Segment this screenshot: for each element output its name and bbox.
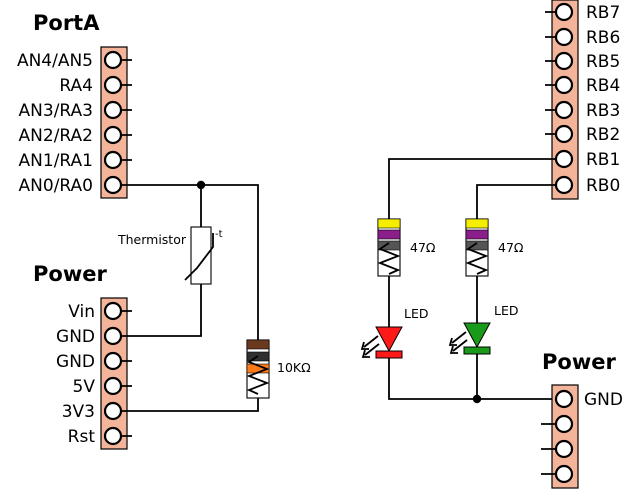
port-a-pin-4[interactable]: AN2/RA2	[19, 125, 132, 146]
junction-dot	[472, 394, 482, 404]
resistor-rb1-band-3	[377, 240, 401, 251]
resistor-rb1-band-2	[377, 229, 401, 240]
resistor-rb0-zigzag	[465, 242, 489, 275]
power-right-pin-2[interactable]	[541, 414, 574, 434]
resistor-10k-zigzag	[246, 355, 270, 395]
power-left-title: Power	[33, 262, 107, 286]
port-b-pin-label: RB1	[586, 150, 620, 170]
thermistor-mark: -t	[215, 229, 223, 240]
port-b-pin-label: RB7	[586, 3, 620, 23]
power-left-pin-6[interactable]: Rst	[68, 426, 132, 447]
power-left-pin-label: 3V3	[62, 402, 95, 422]
led-green-cathode	[463, 346, 491, 355]
power-left-pin-label: 5V	[73, 377, 96, 397]
port-a-pin-label: AN4/AN5	[17, 51, 93, 71]
port-b-pin-label: RB2	[586, 125, 620, 145]
power-left-pin-3[interactable]: GND	[56, 351, 132, 372]
led-green: LED	[448, 303, 519, 355]
port-a-header: PortA AN4/AN5 RA4 AN3/RA3 AN2/RA2 AN1/RA…	[17, 11, 132, 199]
led-red-emission-arrows	[360, 335, 380, 358]
power-left-pin-label: Vin	[68, 302, 95, 322]
port-b-pin-label: RB6	[586, 28, 620, 48]
resistor-10k: 10KΩ	[246, 339, 311, 399]
junction-dot	[196, 180, 206, 190]
port-b-pin-label: RB0	[586, 176, 620, 196]
power-right-pin-3[interactable]	[541, 439, 574, 459]
port-b-pin-5[interactable]: RB3	[545, 100, 620, 121]
power-left-pin-2[interactable]: GND	[56, 326, 123, 347]
port-a-pin-1[interactable]: AN4/AN5	[17, 50, 132, 71]
power-right-header: Power GND	[541, 350, 623, 489]
port-a-pin-label: AN2/RA2	[19, 126, 93, 146]
resistor-rb1: 47Ω	[377, 218, 436, 277]
resistor-rb0-band-2	[465, 229, 489, 240]
port-a-pin-label: AN3/RA3	[19, 101, 93, 121]
led-green-triangle	[463, 322, 491, 349]
right-circuit-wires	[388, 158, 556, 404]
port-b-pin-label: RB4	[586, 76, 620, 96]
port-a-pin-3[interactable]: AN3/RA3	[19, 100, 132, 121]
port-b-pin-8[interactable]: RB0	[554, 175, 620, 196]
resistor-rb1-band-1	[377, 218, 401, 229]
port-a-pin-2[interactable]: RA4	[59, 75, 132, 96]
thermistor: Thermistor -t	[117, 226, 223, 285]
power-left-header: Power Vin GND GND 5V 3V3 Rst	[33, 262, 132, 450]
power-right-pin-1[interactable]: GND	[554, 389, 623, 410]
power-left-pin-label: Rst	[68, 427, 96, 447]
port-a-title: PortA	[33, 11, 100, 35]
resistor-10k-value: 10KΩ	[277, 360, 311, 375]
port-a-pin-label: AN0/RA0	[19, 176, 93, 196]
resistor-rb0-value: 47Ω	[498, 240, 524, 255]
power-left-strip	[100, 297, 128, 450]
port-b-pin-4[interactable]: RB4	[545, 75, 620, 96]
resistor-10k-band-1	[246, 339, 270, 350]
port-a-pin-5[interactable]: AN1/RA1	[19, 150, 132, 171]
resistor-rb0-band-3	[465, 240, 489, 251]
power-left-pin-1[interactable]: Vin	[68, 301, 132, 322]
led-red: LED	[360, 306, 429, 359]
led-red-cathode	[375, 350, 403, 359]
port-a-pin-label: RA4	[59, 76, 93, 96]
port-b-pin-7[interactable]: RB1	[554, 149, 620, 170]
port-a-pin-label: AN1/RA1	[19, 151, 93, 171]
led-green-emission-arrows	[448, 331, 468, 354]
port-b-pin-label: RB5	[586, 52, 620, 72]
port-b-pin-label: RB3	[586, 101, 620, 121]
thermistor-label: Thermistor	[117, 232, 187, 247]
led-red-triangle	[375, 326, 403, 353]
port-b-pin-2[interactable]: RB6	[545, 27, 620, 48]
port-b-pin-3[interactable]: RB5	[545, 51, 620, 72]
port-a-strip	[100, 46, 128, 199]
power-right-title: Power	[542, 350, 616, 374]
led-red-label: LED	[404, 306, 429, 321]
thermistor-body	[190, 226, 212, 285]
power-right-pin-label: GND	[584, 390, 623, 410]
power-left-pin-5[interactable]: 3V3	[62, 401, 123, 422]
thermistor-slash	[184, 233, 214, 281]
resistor-rb0-band-1	[465, 218, 489, 229]
resistor-rb0: 47Ω	[465, 218, 524, 277]
port-b-pin-6[interactable]: RB2	[545, 124, 620, 145]
port-a-pin-6[interactable]: AN0/RA0	[19, 175, 123, 196]
resistor-rb1-value: 47Ω	[410, 240, 436, 255]
port-b-pin-1[interactable]: RB7	[545, 2, 620, 23]
resistor-rb1-zigzag	[377, 242, 401, 275]
power-right-pin-4[interactable]	[541, 464, 574, 484]
port-b-header: RB7 RB6 RB5 RB4 RB3 RB2 RB1	[545, 0, 620, 200]
left-circuit-wires	[121, 180, 259, 412]
power-left-pin-4[interactable]: 5V	[73, 376, 132, 397]
power-left-pin-label: GND	[56, 352, 95, 372]
led-green-label: LED	[494, 303, 519, 318]
power-left-pin-label: GND	[56, 327, 95, 347]
